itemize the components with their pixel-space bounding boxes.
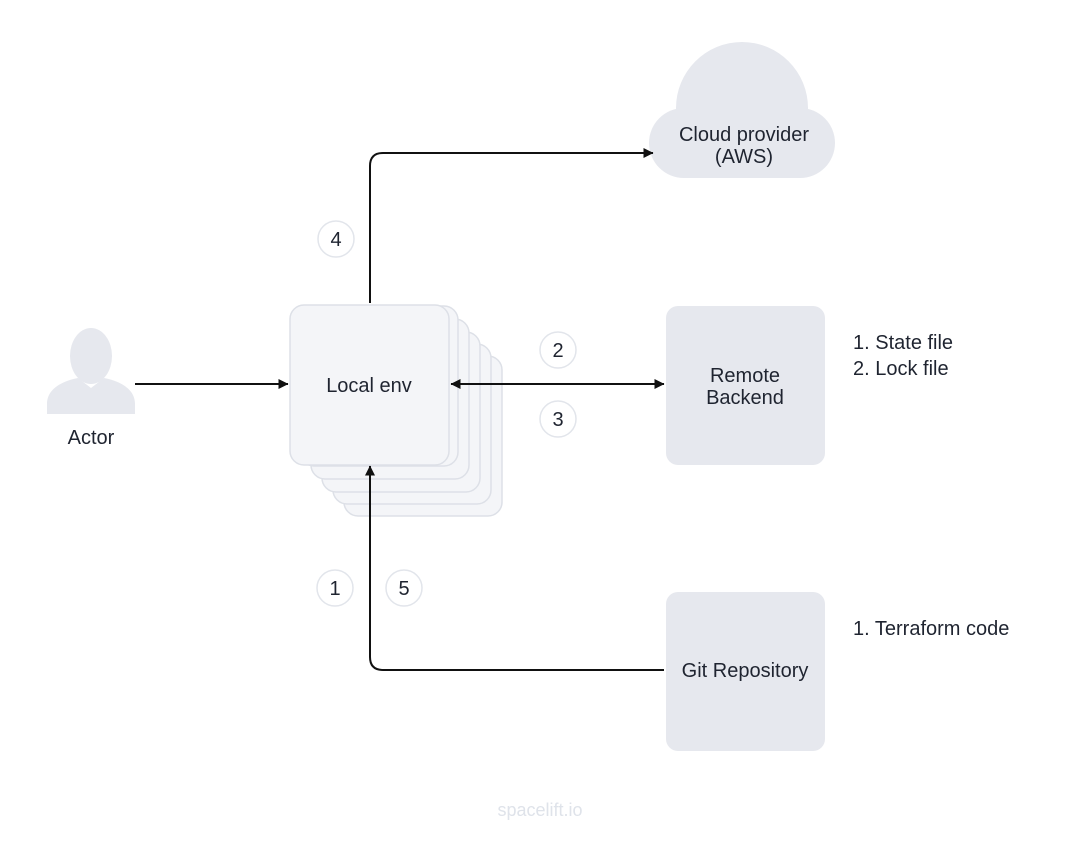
step-badge-2: 2: [539, 331, 577, 369]
remote-backend-label-line1: Remote: [710, 365, 780, 387]
cloud-icon: [649, 42, 835, 178]
step-number: 5: [398, 578, 409, 600]
local-env-label: Local env: [326, 375, 412, 397]
watermark: spacelift.io: [497, 800, 583, 820]
remote-backend-label-line2: Backend: [706, 387, 784, 409]
git-repository-label: Git Repository: [682, 660, 809, 682]
backend-note-item: 1. State file: [853, 332, 954, 354]
git-local-env-arrow: [365, 465, 664, 671]
local-env-card: [289, 304, 450, 466]
local-env-node: Local env: [289, 304, 503, 517]
backend-notes: 1. State file 2. Lock file: [853, 330, 953, 382]
step-badge-3: 3: [539, 400, 577, 438]
backend-note-item: 2. Lock file: [853, 358, 949, 380]
git-notes: 1. Terraform code: [853, 616, 1009, 642]
step-number: 2: [552, 340, 563, 362]
actor-node: Actor: [47, 328, 135, 449]
connectors: [135, 148, 665, 671]
step-badge-5: 5: [385, 569, 423, 607]
cloud-provider-node: Cloud provider (AWS): [649, 42, 835, 178]
git-repository-box: [666, 592, 825, 751]
remote-backend-node: Remote Backend: [666, 306, 825, 465]
step-badge-4: 4: [317, 220, 355, 258]
git-note-item: 1. Terraform code: [853, 618, 1010, 640]
step-number: 3: [552, 409, 563, 431]
git-repository-node: Git Repository: [666, 592, 825, 751]
step-number: 4: [330, 229, 341, 251]
step-badge-1: 1: [316, 569, 354, 607]
actor-label: Actor: [68, 427, 115, 449]
remote-backend-box: [666, 306, 825, 465]
cloud-provider-label-line1: Cloud provider: [679, 124, 809, 146]
person-icon: [47, 328, 135, 414]
step-number: 1: [329, 578, 340, 600]
local-env-to-cloud-arrow: [369, 148, 654, 303]
cloud-provider-label-line2: (AWS): [715, 146, 773, 168]
